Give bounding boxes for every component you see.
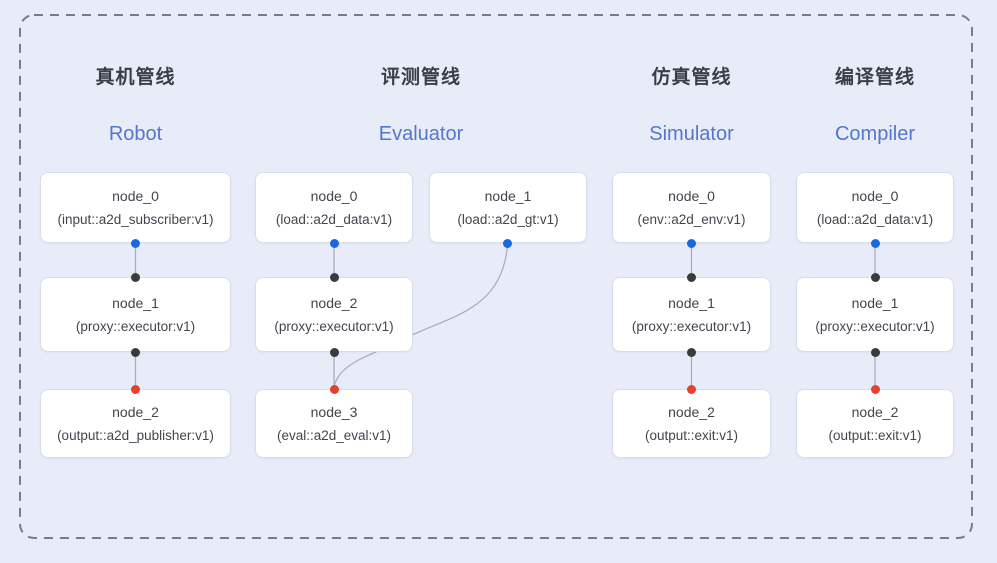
pipeline-title-en-compiler: Compiler	[834, 123, 916, 145]
port-output-dot	[870, 238, 880, 248]
node-name: node_1	[484, 187, 532, 204]
node-detail: (output::a2d_publisher:v1)	[57, 427, 214, 443]
node-card-simulator-0: node_0 (env::a2d_env:v1)	[612, 172, 771, 243]
node-name: node_1	[668, 294, 715, 311]
port-input-dot	[131, 384, 140, 394]
port-input-dot	[870, 272, 880, 282]
node-name: node_2	[851, 403, 899, 420]
port-input-dot	[687, 384, 696, 394]
node-name: node_3	[310, 403, 358, 420]
port-output-dot	[329, 347, 339, 357]
pipeline-title-cn-evaluator: 评测管线	[380, 67, 462, 88]
node-detail: (input::a2d_subscriber:v1)	[57, 211, 214, 227]
node-card-evaluator-2: node_2 (proxy::executor:v1)	[255, 277, 413, 352]
pipeline-title-cn-robot: 真机管线	[95, 67, 176, 88]
node-detail: (load::a2d_gt:v1)	[457, 211, 559, 227]
port-output-dot	[131, 347, 140, 357]
pipeline-title-en-simulator: Simulator	[649, 123, 734, 145]
node-detail: (output::exit:v1)	[828, 427, 922, 443]
node-name: node_2	[112, 403, 159, 420]
node-name: node_1	[112, 294, 159, 311]
node-name: node_0	[310, 187, 358, 204]
node-detail: (proxy::executor:v1)	[274, 318, 394, 334]
node-card-evaluator-3: node_3 (eval::a2d_eval:v1)	[255, 389, 413, 458]
node-name: node_0	[112, 187, 159, 204]
port-input-dot	[329, 272, 339, 282]
node-card-compiler-1: node_1 (proxy::executor:v1)	[796, 277, 954, 352]
node-name: node_1	[851, 294, 899, 311]
port-output-dot	[329, 238, 339, 248]
node-name: node_0	[668, 187, 715, 204]
port-input-dot	[870, 384, 880, 394]
port-output-dot	[503, 238, 512, 248]
node-detail: (load::a2d_data:v1)	[816, 211, 934, 227]
node-card-robot-1: node_1 (proxy::executor:v1)	[40, 277, 231, 352]
pipeline-title-en-evaluator: Evaluator	[378, 123, 464, 145]
node-detail: (proxy::executor:v1)	[815, 318, 935, 334]
node-detail: (eval::a2d_eval:v1)	[276, 427, 392, 443]
node-detail: (output::exit:v1)	[644, 427, 739, 443]
node-card-simulator-2: node_2 (output::exit:v1)	[612, 389, 771, 458]
port-output-dot	[687, 238, 696, 248]
port-output-dot	[687, 347, 696, 357]
edge-curve-gt-to-eval	[333, 244, 509, 388]
pipeline-title-en-robot: Robot	[108, 123, 163, 145]
port-input-dot	[131, 272, 140, 282]
node-detail: (proxy::executor:v1)	[631, 318, 752, 334]
node-name: node_0	[851, 187, 899, 204]
node-name: node_2	[668, 403, 715, 420]
node-name: node_2	[310, 294, 358, 311]
node-card-evaluator-0: node_0 (load::a2d_data:v1)	[255, 172, 413, 243]
node-detail: (load::a2d_data:v1)	[275, 211, 393, 227]
node-card-compiler-0: node_0 (load::a2d_data:v1)	[796, 172, 954, 243]
node-detail: (env::a2d_env:v1)	[637, 211, 746, 227]
port-input-dot	[687, 272, 696, 282]
pipeline-title-cn-compiler: 编译管线	[834, 67, 916, 88]
port-output-dot	[870, 347, 880, 357]
node-detail: (proxy::executor:v1)	[75, 318, 196, 334]
node-card-compiler-2: node_2 (output::exit:v1)	[796, 389, 954, 458]
node-card-evaluator-1: node_1 (load::a2d_gt:v1)	[429, 172, 587, 243]
node-card-robot-2: node_2 (output::a2d_publisher:v1)	[40, 389, 231, 458]
port-input-dot	[329, 384, 339, 394]
pipeline-title-cn-simulator: 仿真管线	[651, 67, 732, 88]
node-card-robot-0: node_0 (input::a2d_subscriber:v1)	[40, 172, 231, 243]
port-output-dot	[131, 238, 140, 248]
dashed-frame	[19, 14, 973, 539]
node-card-simulator-1: node_1 (proxy::executor:v1)	[612, 277, 771, 352]
